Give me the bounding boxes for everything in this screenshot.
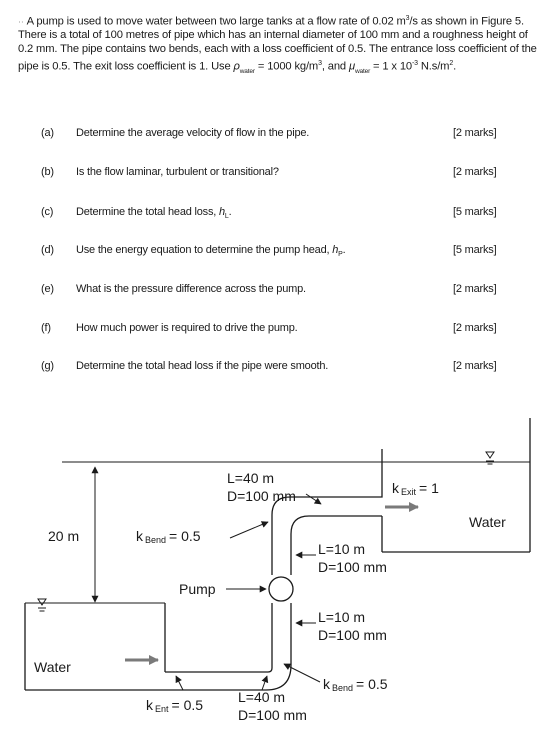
statement-text-5: = 1 x 10 [370, 60, 412, 73]
question-c: (c) Determine the total head loss, hL. [… [0, 204, 559, 220]
question-d: (d) Use the energy equation to determine… [0, 242, 559, 258]
question-a: (a) Determine the average velocity of fl… [0, 125, 559, 141]
question-text: Determine the average velocity of flow i… [76, 127, 310, 139]
question-marks: [5 marks] [453, 244, 497, 256]
question-g: (g) Determine the total head loss if the… [0, 358, 559, 374]
question-marks: [2 marks] [453, 127, 497, 139]
top-bend-inner-wall [290, 515, 310, 575]
head-loss-subscript: L [224, 213, 229, 221]
question-text-tail: . [228, 206, 232, 218]
statement-text-4: , and [321, 60, 349, 73]
height-label: 20 m [48, 528, 79, 544]
top-pipe-diameter-label: D=100 mm [227, 488, 296, 504]
question-text: Is the flow laminar, turbulent or transi… [76, 166, 279, 178]
upper-riser-length-label: L=10 m [318, 541, 365, 557]
lead-mark: ·· [18, 16, 24, 27]
top-bend-leader-arrow [229, 521, 269, 539]
question-f: (f) How much power is required to drive … [0, 320, 559, 336]
pump-symbol [268, 576, 294, 602]
question-text: Determine the total head loss, hL. [76, 204, 232, 225]
statement-text-1: A pump is used to move water between two… [26, 15, 406, 28]
rho-subscript: water [239, 67, 255, 75]
question-label: (e) [41, 283, 54, 295]
question-text-body: Use the energy equation to determine the… [76, 244, 333, 256]
superscript-4: 2 [449, 59, 454, 67]
question-text-tail: . [342, 244, 346, 256]
top-pipe-leader-arrow [305, 493, 322, 505]
statement-text-2: /s as shown in Figure 5. There is a tota… [18, 15, 537, 73]
top-pipe-length-label: L=40 m [227, 470, 274, 486]
statement-text-7: . [453, 60, 457, 73]
question-label: (c) [41, 206, 54, 218]
question-label: (d) [41, 244, 54, 256]
entrance-leader-arrow [175, 675, 184, 691]
mu-symbol: μ [348, 60, 355, 73]
bottom-pipe-upper-wall [165, 667, 273, 673]
lower-riser-length-label: L=10 m [318, 609, 365, 625]
bottom-pipe-diameter-label: D=100 mm [238, 707, 307, 723]
statement-text-6: N.s/m [417, 60, 450, 73]
upper-water-level-marker [485, 451, 495, 465]
question-marks: [2 marks] [453, 283, 497, 295]
question-label: (b) [41, 166, 54, 178]
rho-symbol: ρ [233, 60, 240, 73]
question-e: (e) What is the pressure difference acro… [0, 281, 559, 297]
problem-statement: ·· A pump is used to move water between … [18, 12, 542, 78]
question-marks: [5 marks] [453, 206, 497, 218]
upper-tank-wall [290, 449, 383, 498]
top-bend-outer-wall [271, 496, 291, 575]
superscript-1: 3 [405, 15, 410, 22]
question-text-body: Determine the total head loss, [76, 206, 219, 218]
superscript-3: -3 [411, 59, 418, 67]
upper-tank-water-label: Water [469, 514, 506, 530]
superscript-2: 3 [318, 59, 322, 67]
upper-riser-diameter-label: D=100 mm [318, 559, 387, 575]
question-marks: [2 marks] [453, 166, 497, 178]
question-label: (f) [41, 322, 51, 334]
question-marks: [2 marks] [453, 360, 497, 372]
question-marks: [2 marks] [453, 322, 497, 334]
question-b: (b) Is the flow laminar, turbulent or tr… [0, 164, 559, 180]
question-text: What is the pressure difference across t… [76, 283, 306, 295]
question-text: Use the energy equation to determine the… [76, 242, 346, 263]
lower-riser-diameter-label: D=100 mm [318, 627, 387, 643]
bottom-bend-leader-arrow [283, 663, 321, 683]
head-loss-symbol: h [219, 206, 225, 218]
statement-text-3: = 1000 kg/m [254, 60, 319, 73]
question-label: (g) [41, 360, 54, 372]
bottom-pipe-length-label: L=40 m [238, 689, 285, 705]
mu-subscript: water [354, 67, 371, 75]
pump-label: Pump [179, 581, 216, 597]
question-text: How much power is required to drive the … [76, 322, 298, 334]
pump-head-symbol: h [332, 244, 339, 256]
question-label: (a) [41, 127, 54, 139]
lower-tank-water-label: Water [34, 659, 71, 675]
bottom-pipe-leader-arrow [261, 675, 269, 691]
pump-head-subscript: P [338, 251, 343, 259]
lower-water-level-marker [37, 598, 47, 612]
question-text: Determine the total head loss if the pip… [76, 360, 329, 372]
